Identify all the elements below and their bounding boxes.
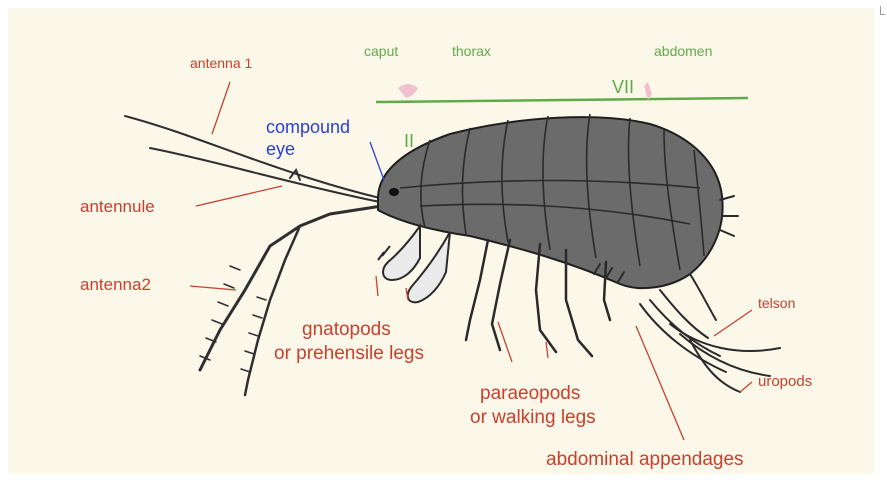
label-abdominal-appendages: abdominal appendages bbox=[546, 450, 744, 469]
label-antenna2: antenna2 bbox=[80, 276, 151, 293]
region-abdomen: abdomen bbox=[654, 44, 712, 58]
label-paraeopods-line1: paraeopods bbox=[480, 384, 580, 403]
label-gnatopods-line2: or prehensile legs bbox=[274, 344, 424, 363]
segment-vii: VII bbox=[612, 78, 634, 96]
label-telson: telson bbox=[758, 296, 795, 310]
label-compound-eye-line2: eye bbox=[266, 140, 295, 158]
label-gnatopods-line1: gnatopods bbox=[302, 320, 391, 339]
label-paraeopods-line2: or walking legs bbox=[470, 408, 596, 427]
label-antennule: antennule bbox=[80, 198, 155, 215]
label-antenna-1: antenna 1 bbox=[190, 56, 252, 70]
region-caput: caput bbox=[364, 44, 398, 58]
label-uropods: uropods bbox=[758, 374, 812, 389]
region-thorax: thorax bbox=[452, 44, 491, 58]
body bbox=[378, 114, 723, 288]
region-bar bbox=[376, 82, 748, 102]
label-compound-eye-line1: compound bbox=[266, 118, 350, 136]
gnatopods bbox=[378, 226, 450, 302]
segment-ii: II bbox=[404, 132, 414, 150]
corner-mark bbox=[880, 6, 885, 15]
